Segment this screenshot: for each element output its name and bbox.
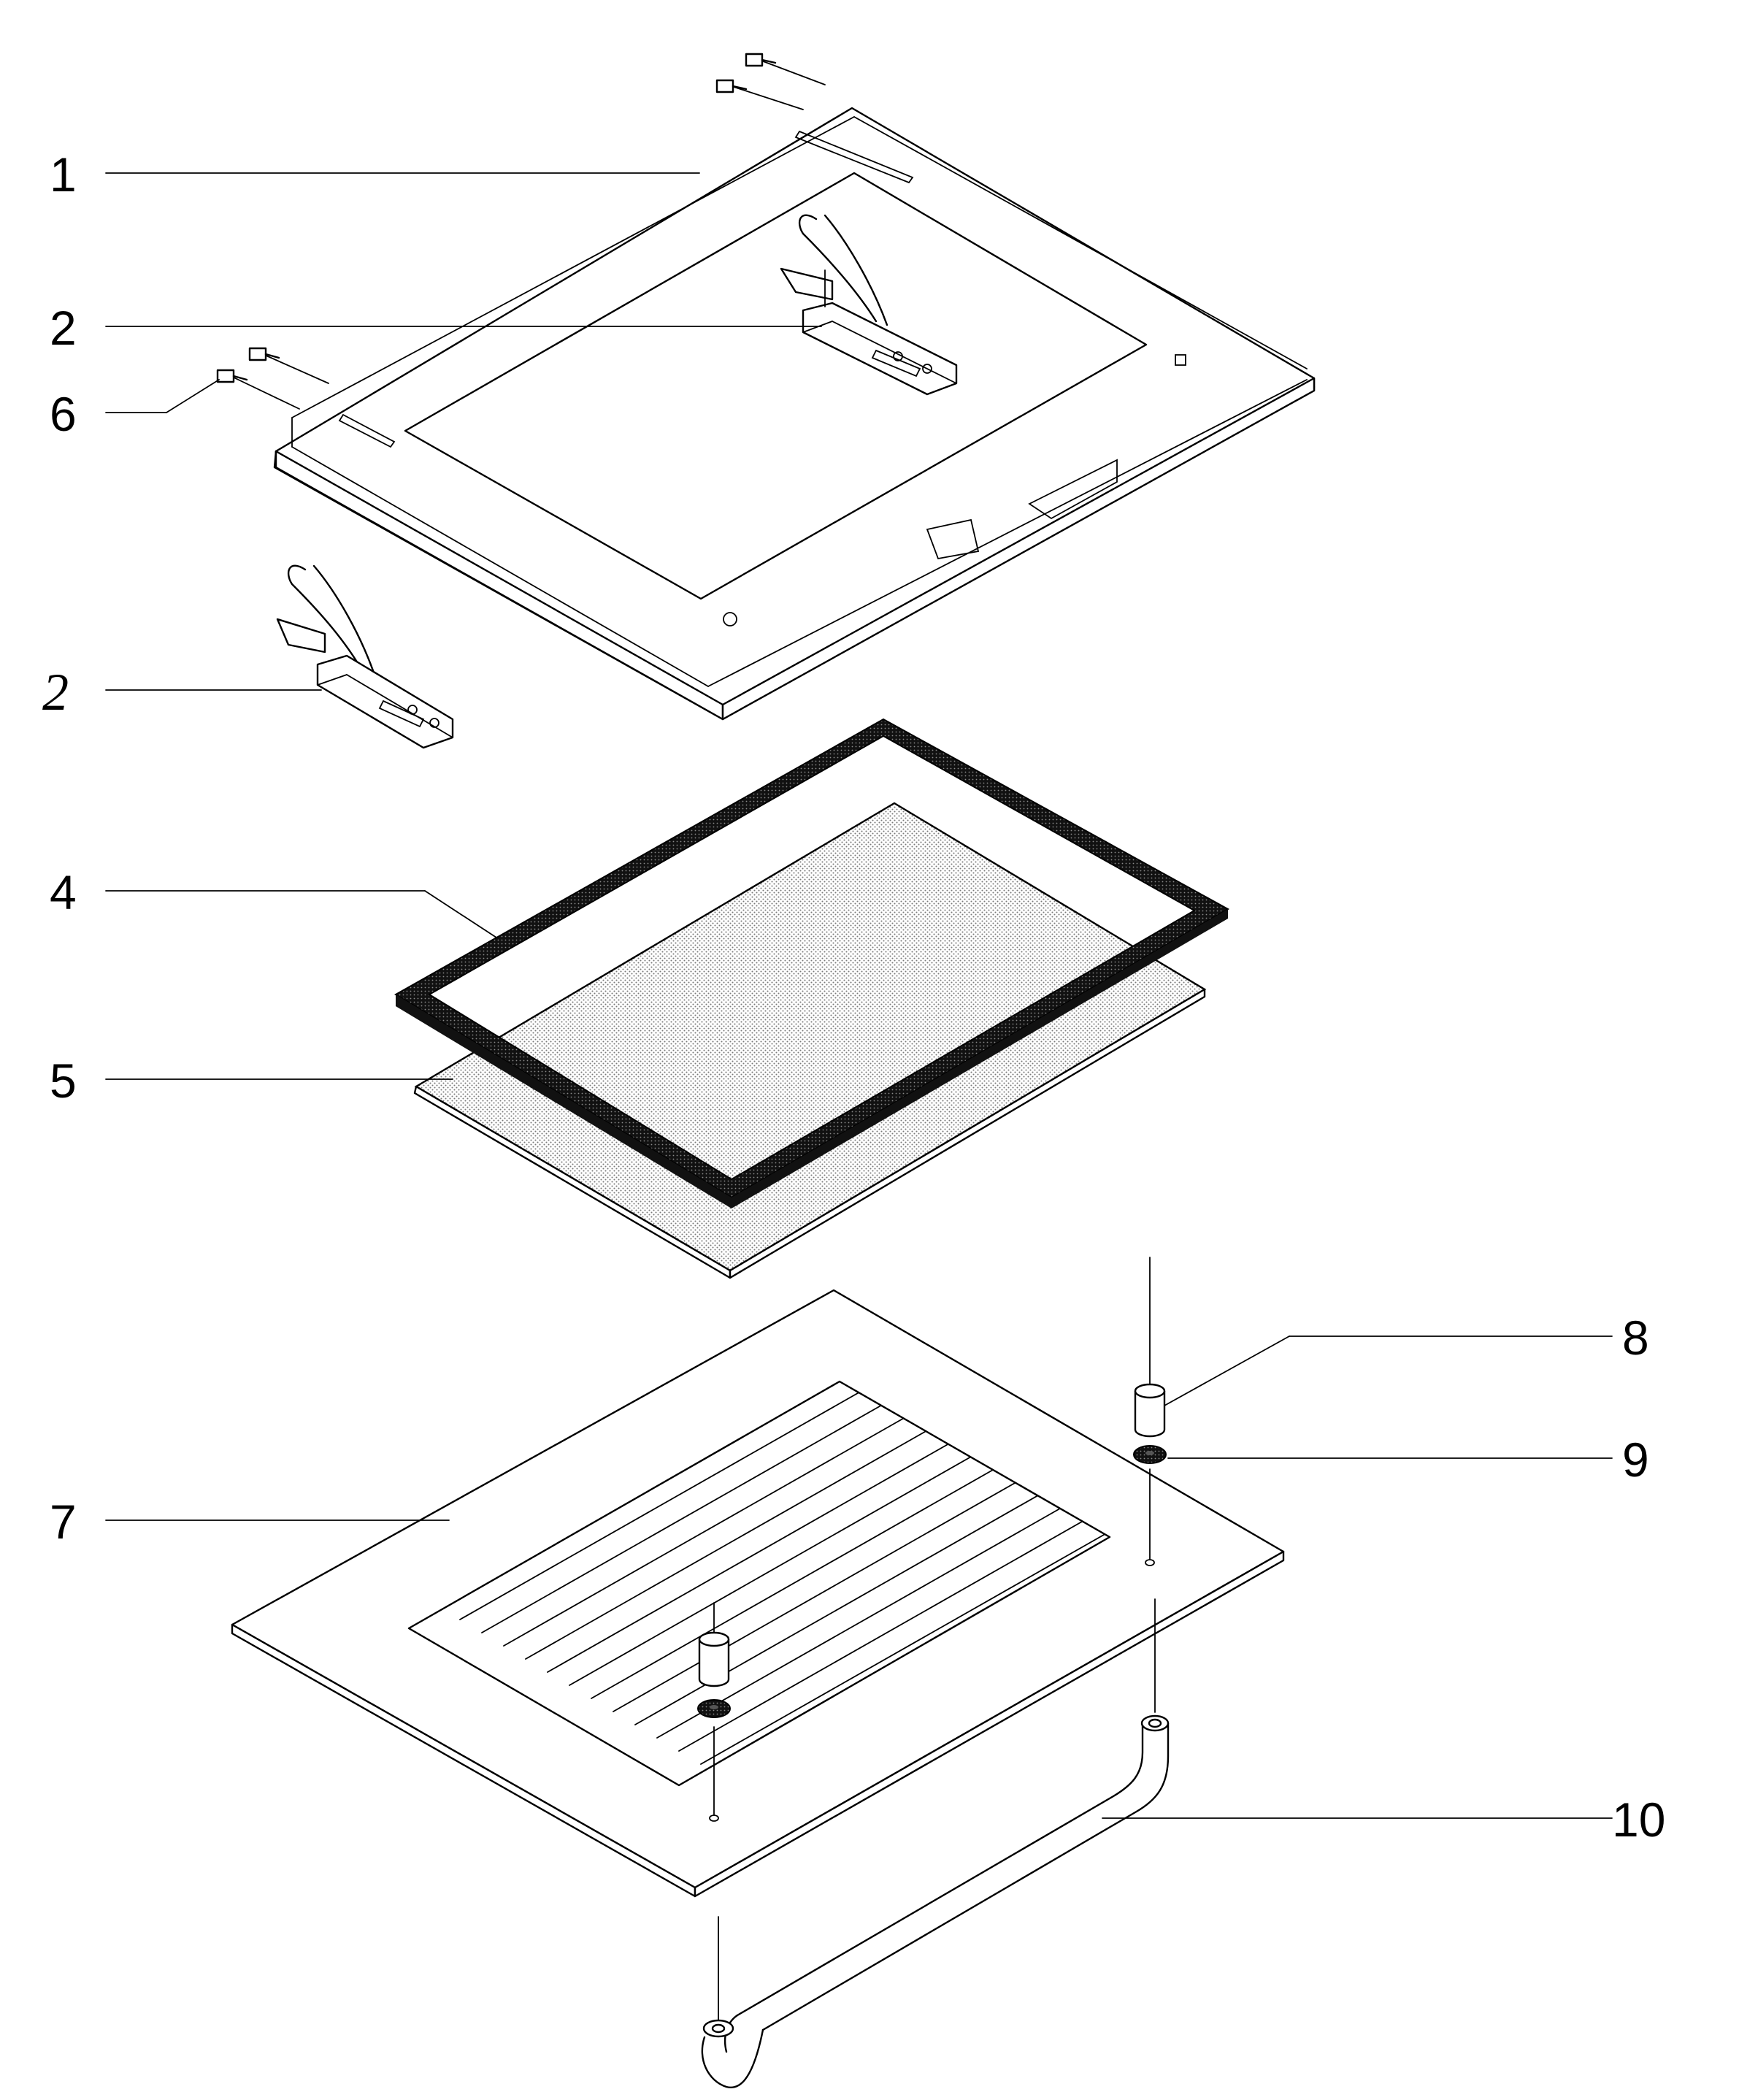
washer-right: [1133, 1445, 1167, 1464]
callout-4: 4: [50, 865, 77, 919]
spacers-part-8-and-washers-part-9: [697, 1257, 1167, 1815]
callout-2-lower: 2: [42, 663, 69, 721]
screw-top-b: [715, 79, 804, 110]
callout-9: 9: [1622, 1433, 1649, 1487]
inner-plate-part-7: [231, 1289, 1285, 1898]
spacer-left: [698, 1631, 730, 1687]
door-frame-part-1: [273, 107, 1316, 721]
gasket-part-4: [394, 718, 1230, 1208]
callout-7: 7: [50, 1495, 77, 1549]
callout-labels: 1 2 6 2 4 5 8 9 7 10: [42, 147, 1665, 1847]
screw-left-a: [248, 347, 329, 384]
callout-10: 10: [1612, 1793, 1665, 1847]
washer-left: [697, 1699, 731, 1718]
leader-lines: [105, 172, 1613, 1819]
screw-left-b: [216, 369, 300, 410]
callout-1: 1: [50, 147, 77, 202]
spacer-right: [1134, 1383, 1166, 1438]
screw-top-a: [745, 53, 826, 85]
glass-panel-part-5: [413, 802, 1207, 1279]
hinge-lower-part-2: [276, 564, 454, 749]
callout-5: 5: [50, 1054, 77, 1108]
door-handle-part-10: [701, 1598, 1170, 2088]
callout-6: 6: [50, 387, 77, 441]
screws-part-6: [216, 53, 826, 410]
callout-8: 8: [1622, 1311, 1649, 1365]
hinge-upper-part-2: [780, 214, 958, 396]
callout-2: 2: [50, 301, 77, 355]
